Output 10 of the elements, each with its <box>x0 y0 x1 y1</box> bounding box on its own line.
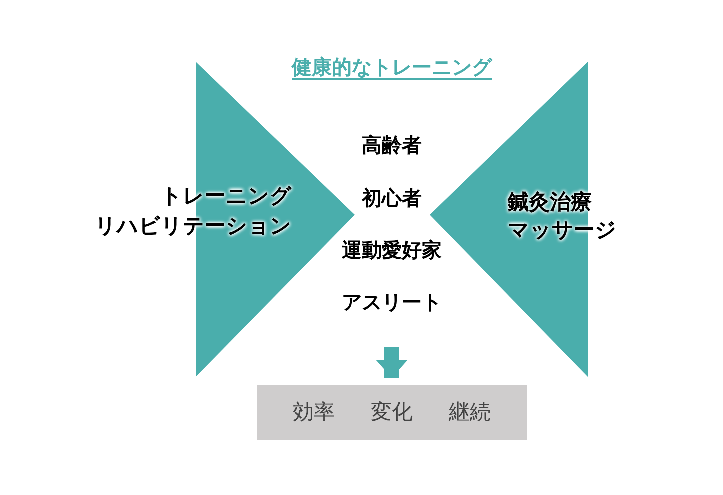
node-label: 変化 <box>371 398 413 426</box>
node-label: 効率 <box>293 398 335 426</box>
group-label: アスリート <box>341 289 443 316</box>
title: 健康的なトレーニング <box>290 54 494 81</box>
node-label: 継続 <box>449 398 491 426</box>
group-label: 初心者 <box>360 185 423 212</box>
down-arrow <box>376 347 408 378</box>
result-box <box>257 385 527 440</box>
group-label: 運動愛好家 <box>341 237 443 264</box>
group-label: 高齢者 <box>361 132 423 159</box>
